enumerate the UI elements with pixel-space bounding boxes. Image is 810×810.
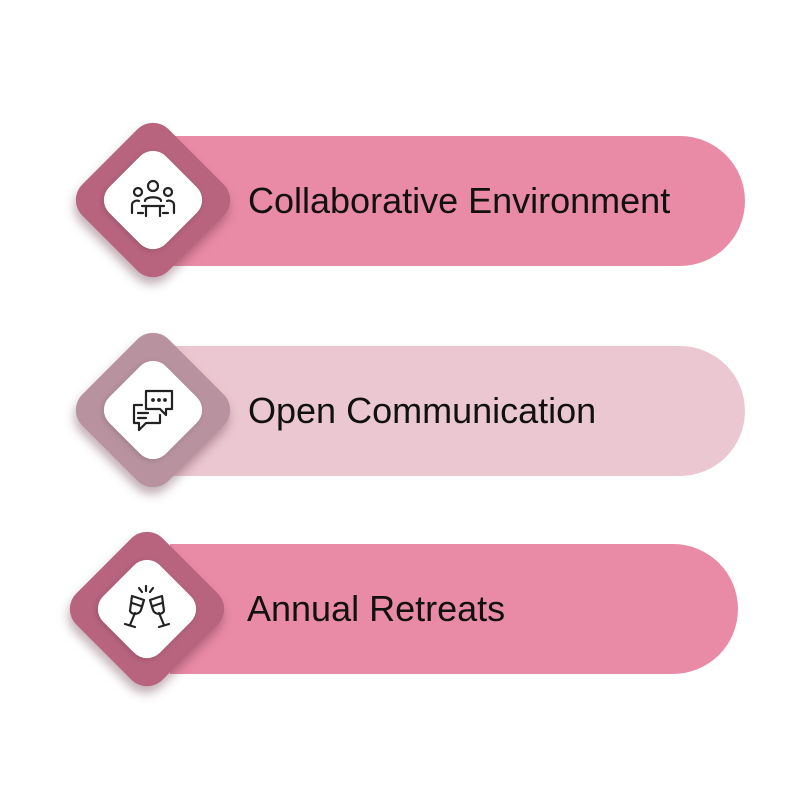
list-item-annual-retreats: Annual Retreats bbox=[0, 518, 810, 698]
item-banner bbox=[170, 544, 738, 674]
toast-glasses-icon bbox=[120, 582, 174, 636]
item-banner bbox=[170, 136, 745, 266]
item-banner bbox=[170, 346, 745, 476]
item-label: Annual Retreats bbox=[247, 588, 506, 629]
list-item-open-communication: Open Communication bbox=[0, 320, 810, 500]
item-label: Open Communication bbox=[248, 390, 597, 431]
item-label: Collaborative Environment bbox=[248, 180, 671, 221]
chat-bubbles-icon bbox=[126, 383, 180, 437]
list-item-collaborative-environment: Collaborative Environment bbox=[0, 110, 810, 290]
team-meeting-icon bbox=[126, 173, 180, 227]
